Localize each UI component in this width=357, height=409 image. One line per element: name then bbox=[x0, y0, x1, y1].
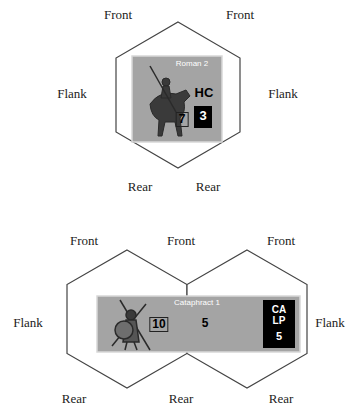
side-label: Front bbox=[267, 234, 295, 247]
counter-value: 5 bbox=[276, 330, 282, 342]
side-label: Flank bbox=[315, 316, 345, 329]
counter-value: 3 bbox=[199, 109, 206, 123]
hex-outline bbox=[116, 22, 240, 168]
soldier-figure bbox=[112, 300, 150, 350]
unit-name: Roman 2 bbox=[176, 60, 208, 69]
counter-value: 10 bbox=[149, 317, 168, 332]
side-label: Rear bbox=[269, 392, 294, 405]
strength-box: CA LP 5 bbox=[263, 300, 295, 348]
counter-value: 7 bbox=[176, 112, 189, 127]
side-label: Flank bbox=[57, 87, 87, 100]
side-label: Flank bbox=[268, 87, 298, 100]
counter-value: CA LP bbox=[270, 304, 288, 326]
side-label: Front bbox=[226, 8, 254, 21]
unit-counter: Roman 2 HC 73 bbox=[132, 56, 222, 142]
unit-name: Cataphract 1 bbox=[174, 299, 220, 308]
counter-value: HC bbox=[195, 86, 214, 100]
side-label: Rear bbox=[62, 392, 87, 405]
side-label: Front bbox=[104, 8, 132, 21]
side-label: Rear bbox=[169, 392, 194, 405]
counter-value: 5 bbox=[202, 317, 209, 330]
side-label: Rear bbox=[128, 180, 153, 193]
side-label: Front bbox=[167, 234, 195, 247]
side-label: Front bbox=[70, 234, 98, 247]
strength-box: 3 bbox=[194, 106, 212, 128]
unit-counter: Cataphract 1 10 5 CA LP 5 bbox=[97, 296, 300, 352]
horseman-figure bbox=[150, 66, 190, 136]
counter-background bbox=[97, 296, 300, 352]
side-label: Flank bbox=[13, 316, 43, 329]
counter-background bbox=[132, 56, 222, 142]
side-label: Rear bbox=[196, 180, 221, 193]
